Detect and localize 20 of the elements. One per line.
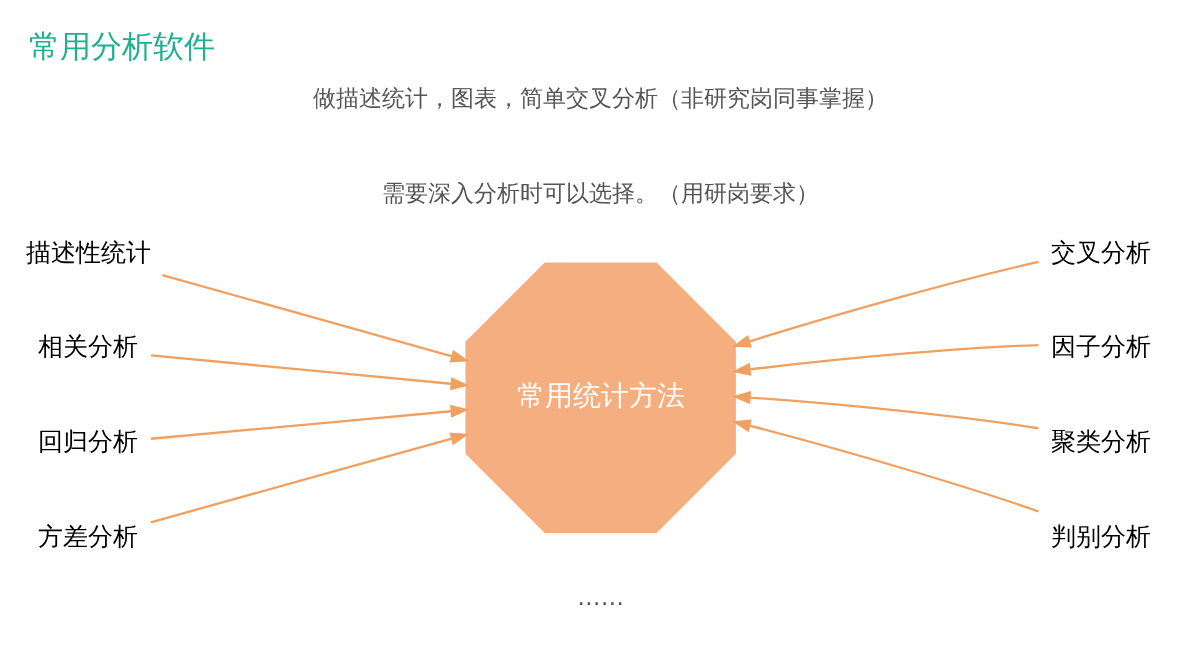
arrow <box>150 404 470 440</box>
label: 需要深入分析时可以选择。（用研岗要求） <box>382 179 820 207</box>
node-text: 相关分析 <box>38 332 139 362</box>
node-text: 回归分析 <box>38 427 139 457</box>
label: …… <box>577 583 624 611</box>
node-text: 方差分析 <box>38 522 139 552</box>
node-text: 聚类分析 <box>1051 427 1152 457</box>
node-text: 交叉分析 <box>1051 237 1152 267</box>
diagram-title: 常用分析软件 <box>28 28 215 65</box>
label: 做描述统计，图表，简单交叉分析（非研究岗同事掌握） <box>313 84 889 112</box>
arrow <box>150 354 470 391</box>
arrow <box>732 260 1039 348</box>
node-text: 描述性统计 <box>25 237 151 267</box>
arrow <box>732 419 1039 513</box>
node-text: 因子分析 <box>1051 332 1152 362</box>
arrow <box>732 391 1039 430</box>
arrow <box>150 432 470 524</box>
arrow <box>732 343 1039 376</box>
node-text: 判别分析 <box>1051 522 1152 552</box>
arrow <box>162 273 470 363</box>
